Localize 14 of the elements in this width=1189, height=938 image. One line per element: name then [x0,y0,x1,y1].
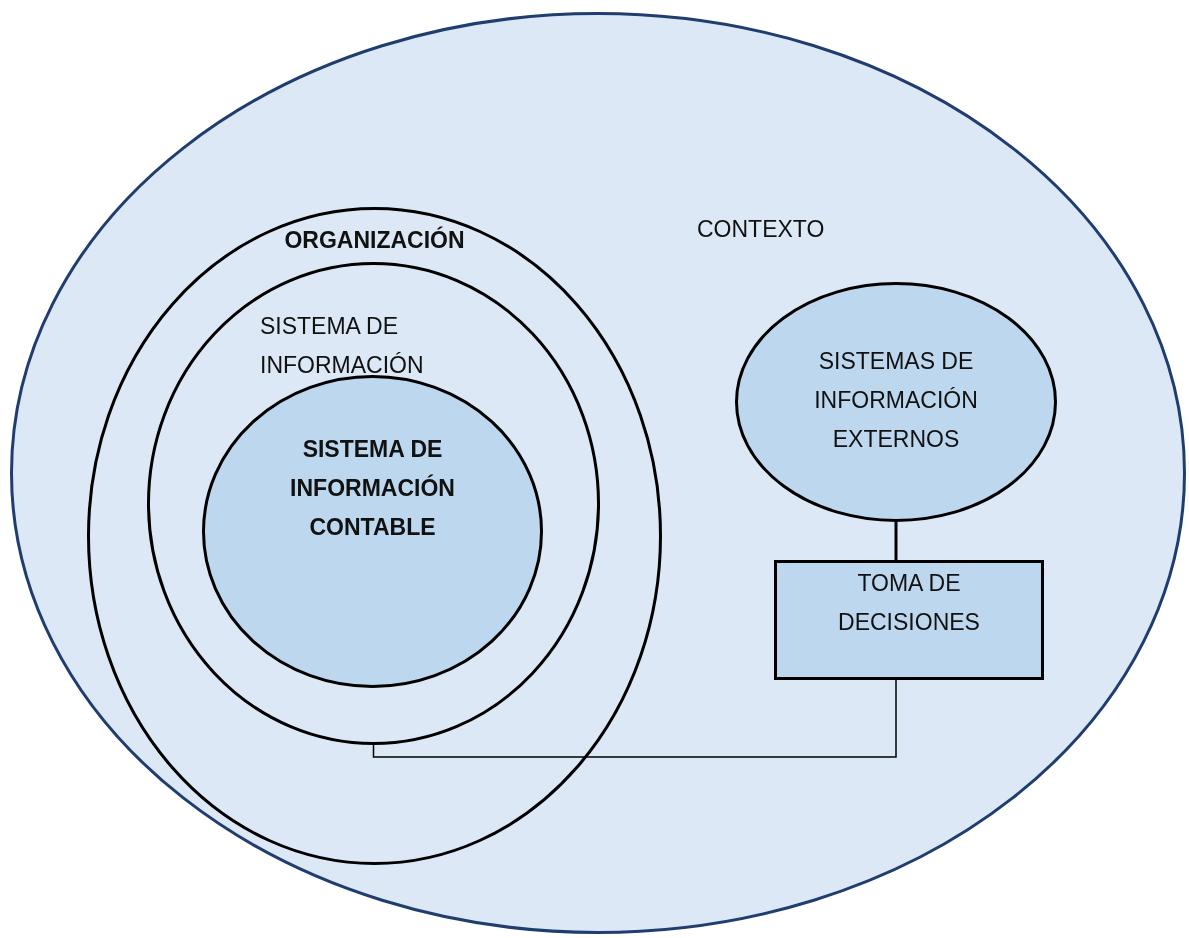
accounting-system-ellipse [202,375,543,688]
external-systems-ellipse [735,282,1057,522]
ellipse-label: SISTEMA DE INFORMACIÓN CONTABLE [289,435,456,542]
ellipse-label: SISTEMAS DE INFORMACIÓN EXTERNOS [813,347,979,454]
organization-ellipse [87,207,662,865]
ellipse-label: CONTEXTO [697,215,826,244]
information-system-ellipse [147,262,600,745]
ellipse-label: SISTEMA DE INFORMACIÓN [260,312,425,380]
connector-line [894,522,898,560]
decision-box [774,560,1044,680]
context-ellipse [10,12,1186,934]
ellipse-label: ORGANIZACIÓN [283,225,466,255]
ellipse-label: TOMA DE DECISIONES [837,569,981,637]
connector-line [372,679,897,758]
